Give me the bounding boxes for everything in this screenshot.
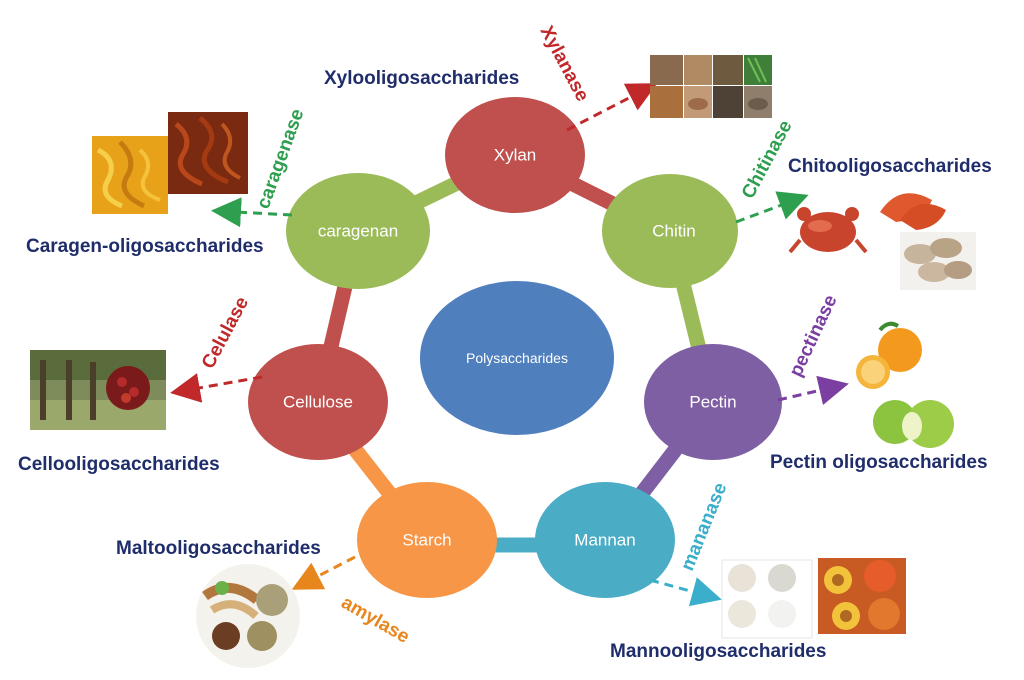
node-xylan[interactable]: Xylan [445, 97, 585, 213]
product-label-mannooligosaccharides: Mannooligosaccharides [610, 641, 826, 662]
arrow-amylase [291, 555, 356, 590]
mannan-powder-palm-fruit-photos [721, 558, 906, 639]
node-pectin[interactable]: Pectin [644, 344, 782, 460]
node-pectin-shape[interactable] [644, 344, 782, 460]
node-starch[interactable]: Starch [357, 482, 497, 598]
node-chitin[interactable]: Chitin [602, 174, 738, 288]
product-label-cellooligosaccharides: Cellooligosaccharides [18, 454, 220, 475]
node-mannan-shape[interactable] [535, 482, 675, 598]
node-caragenan[interactable]: caragenan [286, 173, 430, 289]
seaweed-photos [92, 112, 248, 214]
center-node[interactable] [420, 281, 614, 435]
node-caragenan-shape[interactable] [286, 173, 430, 289]
enzyme-label-xylanase: Xylanase [536, 22, 593, 105]
node-mannan[interactable]: Mannan [535, 482, 675, 598]
arrow-caragenase [211, 197, 293, 228]
node-starch-shape[interactable] [357, 482, 497, 598]
node-cellulose[interactable]: Cellulose [248, 344, 388, 460]
center-label: Polysaccharides [466, 350, 568, 366]
enzyme-label-caragenase: caragenase [253, 106, 309, 211]
arrow-celulase [170, 373, 263, 403]
node-mannan-label: Mannan [574, 531, 635, 550]
product-label-pectin-oligosaccharides: Pectin oligosaccharides [770, 452, 988, 473]
enzyme-label-amylase: amylase [338, 592, 413, 648]
arrow-chitinase [735, 191, 809, 224]
cassava-grain-photos [196, 564, 300, 668]
arrow-mananase [649, 577, 722, 607]
product-label-caragen-oligosaccharides: Caragen-oligosaccharides [26, 236, 264, 257]
product-label-chitooligosaccharides: Chitooligosaccharides [788, 156, 992, 177]
arrow-pectinase [777, 375, 849, 406]
node-starch-label: Starch [402, 531, 451, 550]
node-caragenan-label: caragenan [318, 222, 398, 241]
arrow-xylanase [566, 83, 658, 132]
node-xylan-shape[interactable] [445, 97, 585, 213]
crab-shrimp-mushroom-photos [788, 193, 976, 290]
orange-apple-photos [856, 321, 954, 448]
node-chitin-shape[interactable] [602, 174, 738, 288]
node-pectin-label: Pectin [689, 393, 736, 412]
product-label-xylooligosaccharides: Xylooligosaccharides [324, 68, 519, 89]
enzyme-arrows [170, 83, 849, 607]
node-cellulose-shape[interactable] [248, 344, 388, 460]
enzyme-label-celulase: Celulase [198, 293, 253, 372]
wood-biomass-photos [650, 55, 772, 118]
node-cellulose-label: Cellulose [283, 393, 353, 412]
node-chitin-label: Chitin [652, 222, 695, 241]
node-xylan-label: Xylan [494, 146, 537, 165]
oil-palm-plantation-photo [30, 350, 166, 430]
product-label-maltooligosaccharides: Maltooligosaccharides [116, 538, 321, 559]
enzyme-label-pectinase: pectinase [785, 292, 841, 380]
